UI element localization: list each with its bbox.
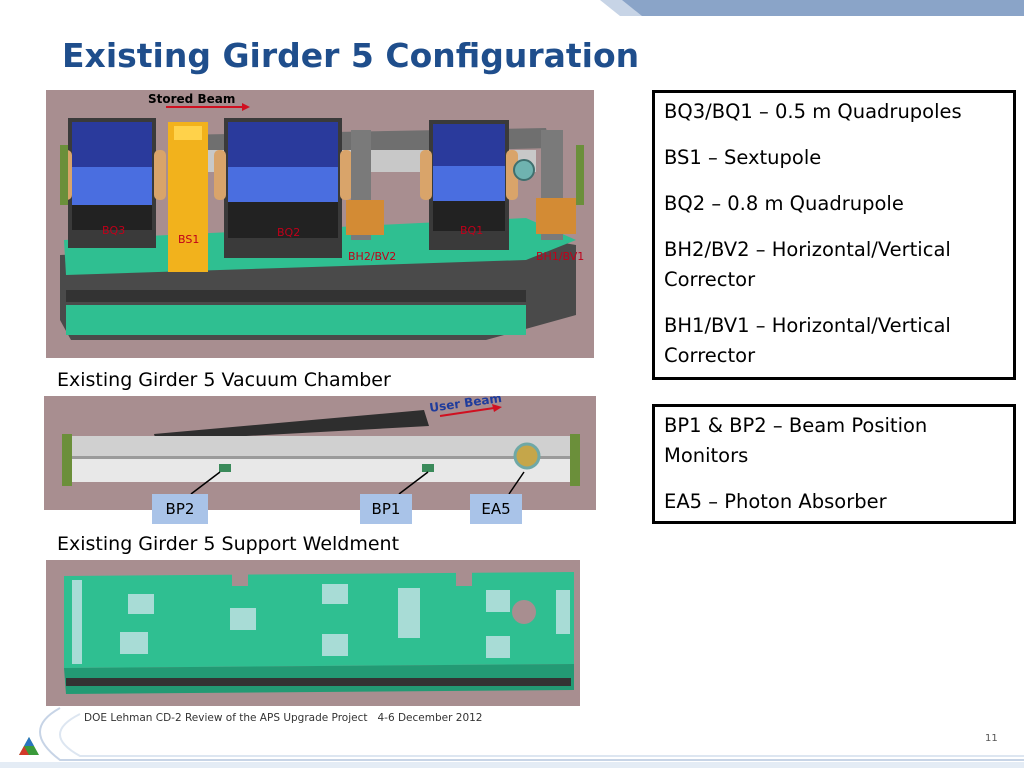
label-bq1: BQ1 bbox=[460, 224, 483, 237]
girder-assembly-image: Stored Beam BQ3 BS1 BQ2 BQ1 BH2/BV2 BH1/… bbox=[46, 90, 594, 358]
header-decoration bbox=[600, 0, 1024, 16]
legend-item: BH2/BV2 – Horizontal/Vertical Corrector bbox=[664, 238, 951, 291]
footer-decoration bbox=[0, 707, 1024, 768]
label-bh1-bv1: BH1/BV1 bbox=[536, 250, 584, 263]
support-weldment-caption: Existing Girder 5 Support Weldment bbox=[57, 533, 400, 555]
argonne-logo-icon bbox=[19, 737, 39, 755]
legend-item: BQ3/BQ1 – 0.5 m Quadrupoles bbox=[664, 100, 962, 123]
footer-text: DOE Lehman CD-2 Review of the APS Upgrad… bbox=[84, 712, 482, 724]
tag-bp1: BP1 bbox=[360, 494, 412, 524]
label-bs1: BS1 bbox=[178, 233, 199, 246]
legend-item: BH1/BV1 – Horizontal/Vertical Corrector bbox=[664, 314, 951, 367]
vacuum-chamber-image: User Beam bbox=[44, 396, 596, 510]
vacuum-chamber-caption: Existing Girder 5 Vacuum Chamber bbox=[57, 369, 391, 391]
legend-item: BS1 – Sextupole bbox=[664, 146, 822, 169]
legend-item: BP1 & BP2 – Beam Position Monitors bbox=[664, 414, 928, 467]
slide-title: Existing Girder 5 Configuration bbox=[62, 36, 640, 75]
diagnostics-legend-box: BP1 & BP2 – Beam Position Monitors EA5 –… bbox=[652, 404, 1016, 524]
footer-date: 4-6 December 2012 bbox=[377, 712, 483, 724]
label-bq2: BQ2 bbox=[277, 226, 300, 239]
legend-item: BQ2 – 0.8 m Quadrupole bbox=[664, 192, 904, 215]
support-weldment-image bbox=[46, 560, 580, 706]
stored-beam-label: Stored Beam bbox=[148, 92, 235, 106]
label-bq3: BQ3 bbox=[102, 224, 125, 237]
footer-event: DOE Lehman CD-2 Review of the APS Upgrad… bbox=[84, 712, 368, 724]
tag-ea5: EA5 bbox=[470, 494, 522, 524]
magnet-legend-box: BQ3/BQ1 – 0.5 m Quadrupoles BS1 – Sextup… bbox=[652, 90, 1016, 380]
legend-item: EA5 – Photon Absorber bbox=[664, 490, 887, 513]
label-bh2-bv2: BH2/BV2 bbox=[348, 250, 396, 263]
page-number: 11 bbox=[985, 733, 998, 744]
tag-bp2: BP2 bbox=[152, 494, 208, 524]
